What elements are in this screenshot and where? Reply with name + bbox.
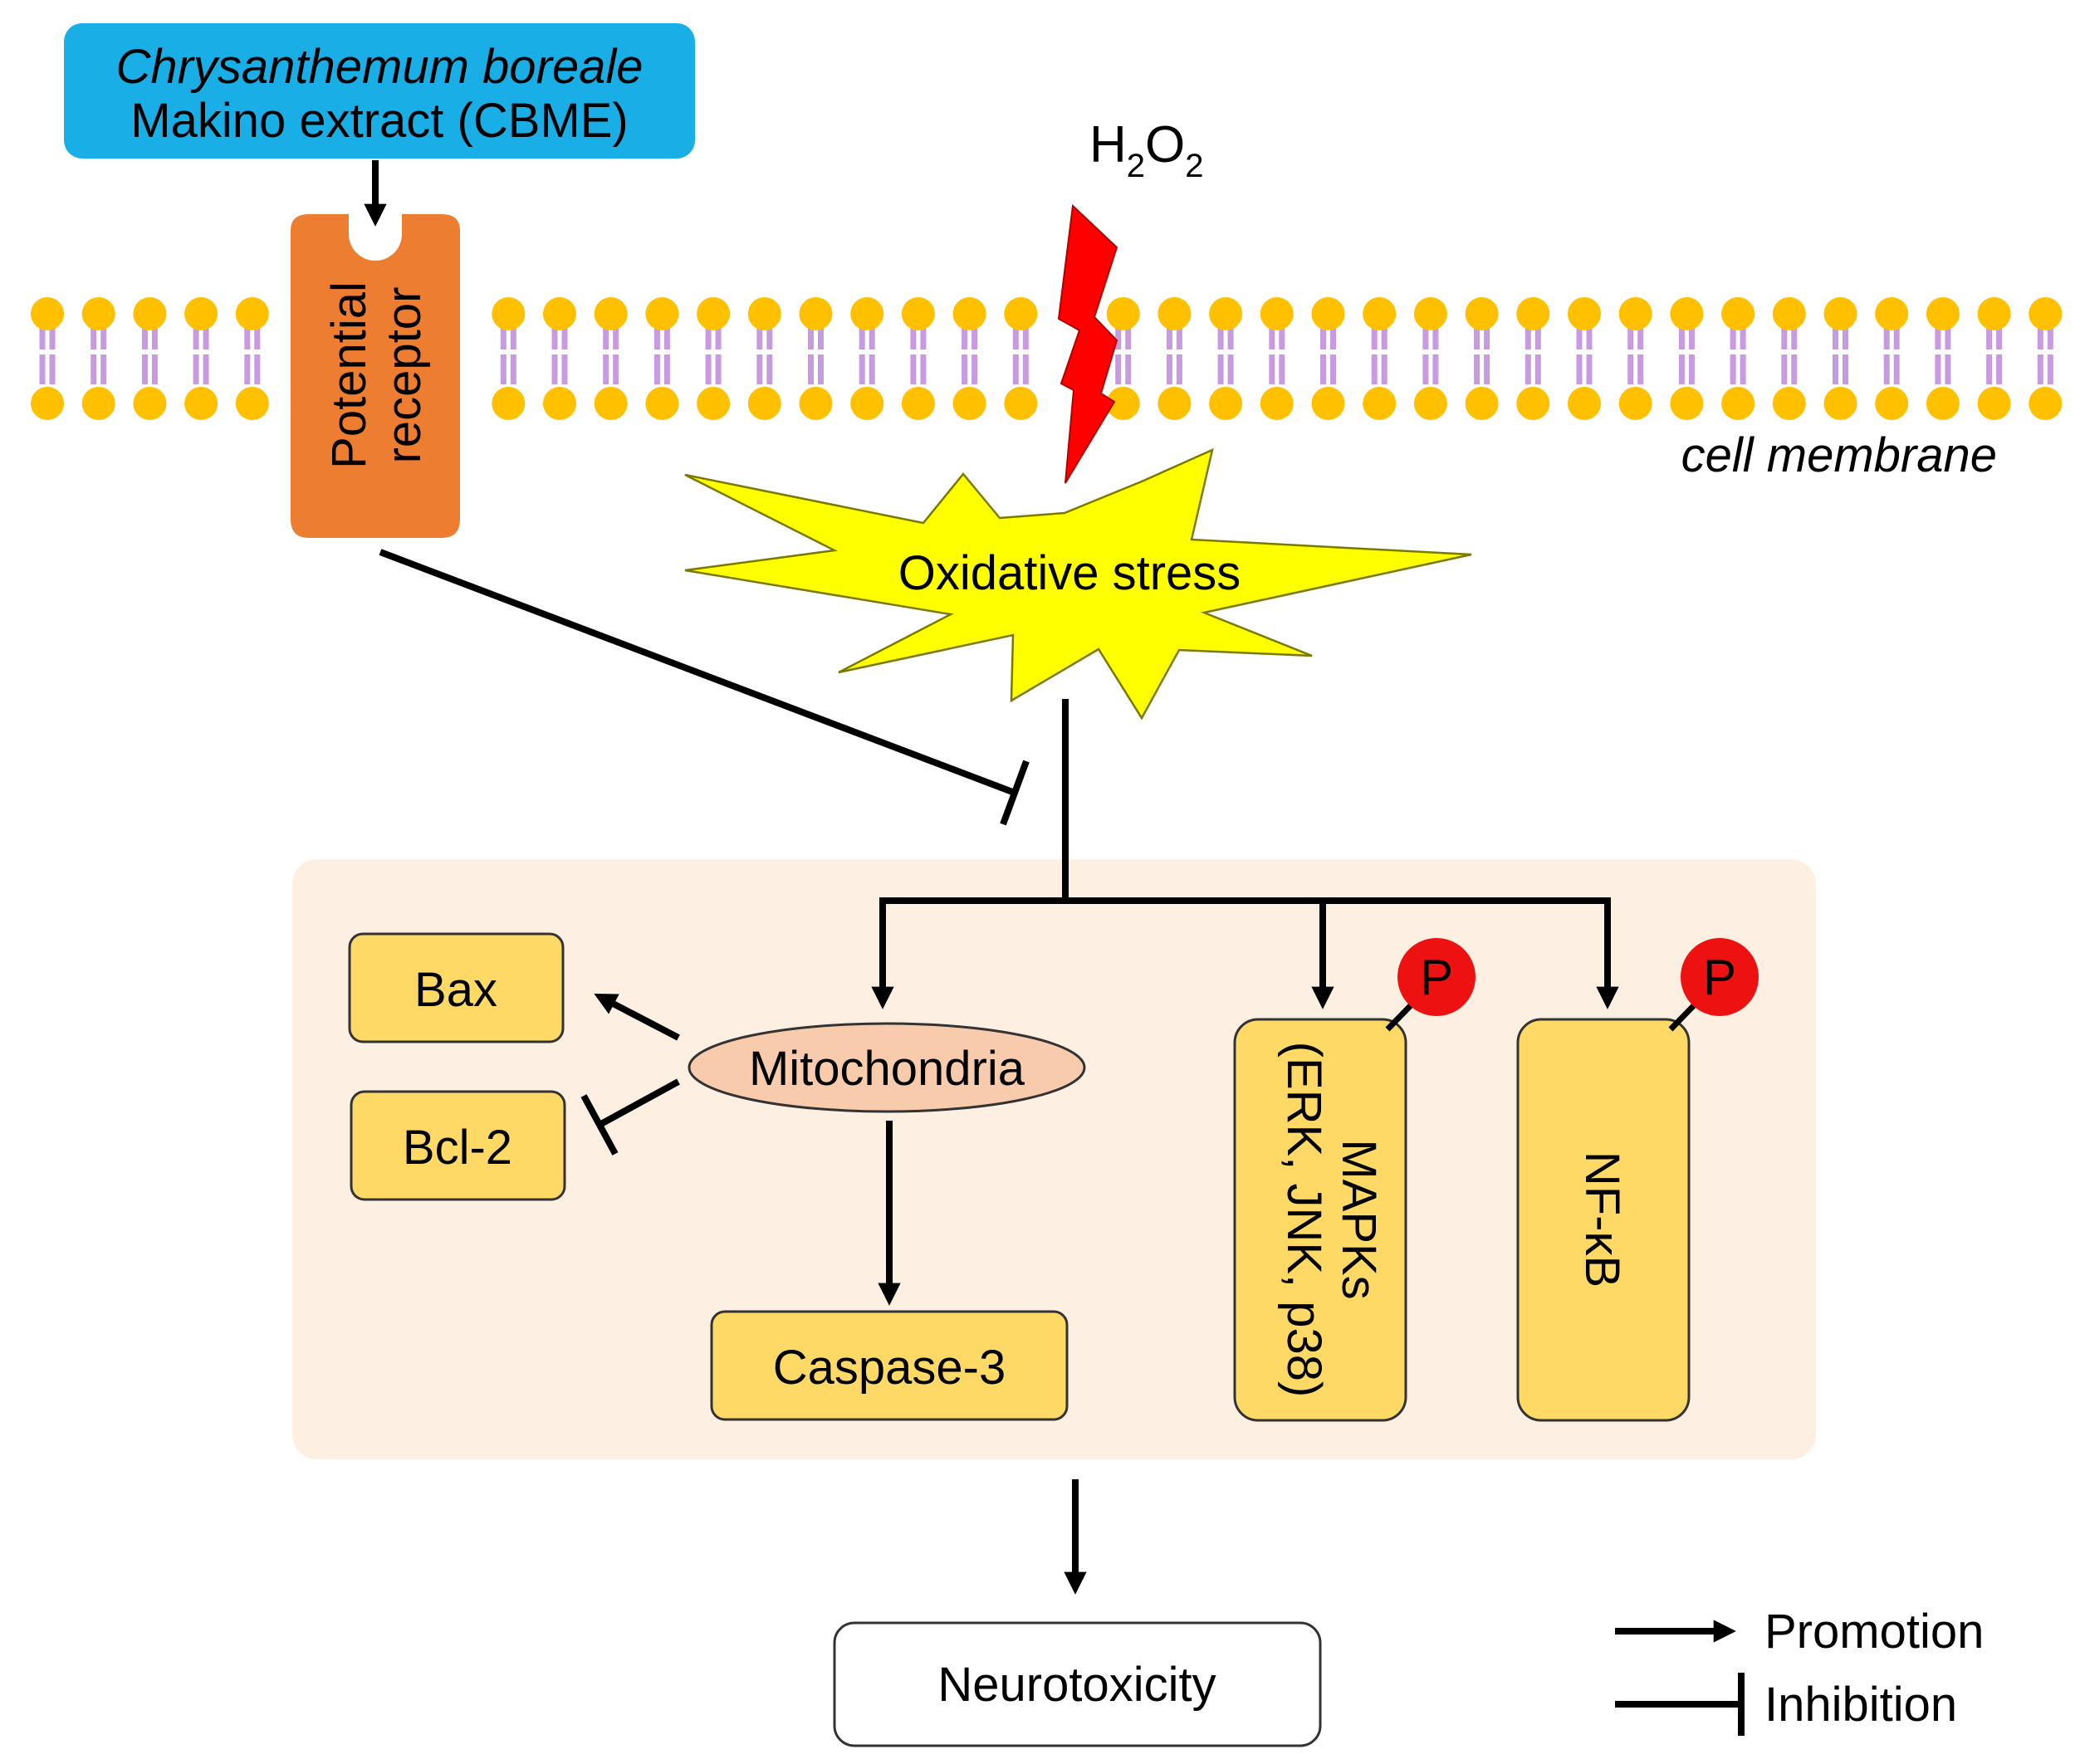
lipid-molecule [697, 297, 731, 420]
lipid-molecule [1209, 297, 1243, 420]
lipid-molecule [645, 297, 679, 420]
cbme-extract: Chrysanthemum boreale Makino extract (CB… [64, 23, 695, 159]
lipid-molecule [133, 297, 167, 420]
mapks-node: MAPKs (ERK, JNK, p38) [1233, 1018, 1407, 1422]
lipid-molecule [235, 297, 269, 420]
bax-node: Bax [348, 932, 565, 1043]
lipid-molecule [1311, 297, 1345, 420]
nfkb-node: NF-κB [1516, 1018, 1691, 1422]
phospho-circle-icon [1681, 938, 1759, 1016]
legend: Promotion Inhibition [1615, 1605, 1984, 1736]
lipid-molecule [1363, 297, 1397, 420]
lipid-molecule [1004, 297, 1038, 420]
lipid-molecule [543, 297, 576, 420]
neurotoxicity-node: Neurotoxicity [833, 1621, 1322, 1747]
oxidative-stress-label: Oxidative stress [898, 546, 1241, 600]
extract-name-rest: Makino extract (CBME) [130, 94, 628, 148]
lipid-molecule [1413, 297, 1447, 420]
legend-inhibition-label: Inhibition [1764, 1678, 1957, 1732]
lipid-molecule [1260, 297, 1294, 420]
lipid-molecule [1157, 297, 1192, 420]
lipid-molecule [1926, 297, 1960, 420]
caspase3-node: Caspase-3 [710, 1310, 1069, 1421]
lipid-molecule [952, 297, 986, 420]
lipid-molecule [31, 297, 64, 420]
nfkb-phosphorylation: P [1668, 938, 1759, 1032]
bcl2-label: Bcl-2 [403, 1121, 512, 1175]
lipid-molecule [1568, 297, 1601, 420]
receptor-label-line1: Potential [322, 281, 376, 469]
inhibition-mitochondria-to-bcl2 [580, 1078, 680, 1156]
arrow-mitochondria-to-bax [594, 993, 680, 1041]
mapks-label-line1: MAPKs [1332, 1139, 1386, 1299]
mitochondria-node: Mitochondria [688, 1022, 1086, 1113]
lipid-molecule [799, 297, 833, 420]
lipid-molecule [1721, 297, 1755, 420]
phospho-circle-icon [1397, 938, 1476, 1016]
lipid-molecule [1670, 297, 1704, 420]
inhibition-bar-icon [1615, 1673, 1745, 1736]
lipid-molecule [747, 297, 781, 420]
lipid-molecule [1465, 297, 1499, 420]
cell-membrane [31, 297, 2063, 420]
lipid-molecule [1772, 297, 1806, 420]
starburst-icon [684, 447, 1472, 721]
inhibition-receptor-to-pathway [379, 549, 1030, 826]
mitochondria-label: Mitochondria [749, 1042, 1025, 1096]
nfkb-label: NF-κB [1575, 1151, 1629, 1288]
caspase3-label: Caspase-3 [773, 1341, 1006, 1395]
lipid-molecule [492, 297, 526, 420]
pathway-connectors [871, 699, 1619, 1009]
lipid-molecule [1823, 297, 1857, 420]
extract-name-italic: Chrysanthemum boreale [115, 40, 643, 94]
bax-label: Bax [414, 963, 497, 1017]
lipid-molecule [184, 297, 218, 420]
lipid-molecule [850, 297, 884, 420]
lightning-bolt-icon [1057, 203, 1118, 484]
lipid-molecule [901, 297, 935, 420]
lipid-molecule [1516, 297, 1550, 420]
mapks-label-line2: (ERK, JNK, p38) [1277, 1042, 1331, 1398]
legend-promotion-label: Promotion [1764, 1605, 1984, 1659]
neurotoxicity-label: Neurotoxicity [937, 1658, 1216, 1712]
lipid-molecule [1618, 297, 1652, 420]
lipid-molecule [594, 297, 628, 420]
phospho-label: P [1420, 950, 1453, 1005]
bcl2-node: Bcl-2 [350, 1090, 566, 1201]
receptor-label-line2: receptor [377, 287, 431, 464]
cell-membrane-label: cell membrane [1681, 428, 1997, 482]
lipid-molecule [1977, 297, 2011, 420]
phospho-label: P [1703, 950, 1736, 1005]
h2o2-label: H2O2 [1089, 116, 1204, 184]
potential-receptor: Potential receptor [291, 214, 460, 538]
lipid-molecule [1875, 297, 1909, 420]
lipid-molecule [1106, 297, 1140, 420]
oxidative-stress: Oxidative stress [684, 447, 1472, 721]
lipid-molecule [2029, 297, 2063, 420]
mapks-phosphorylation: P [1385, 938, 1476, 1032]
lipid-molecule [81, 297, 115, 420]
